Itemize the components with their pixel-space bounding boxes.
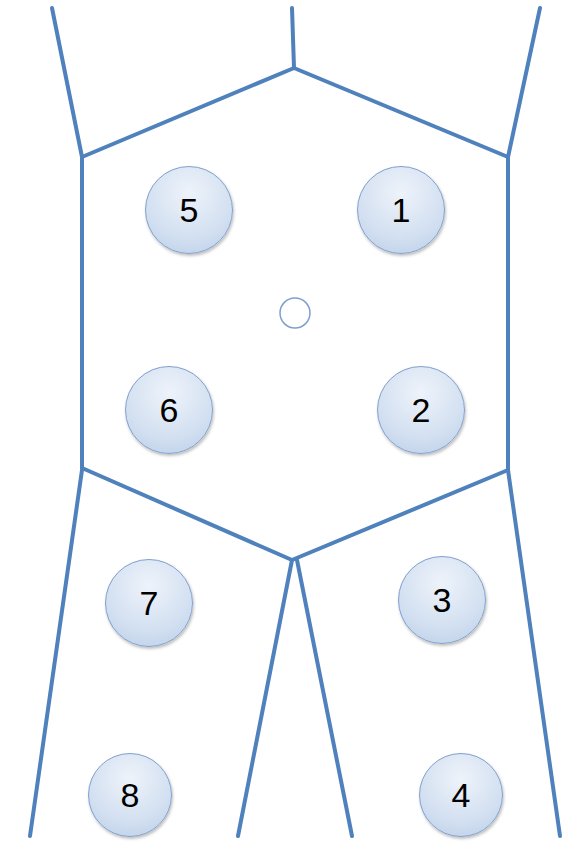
callout-circle: 4 (419, 753, 503, 837)
callout-number: 3 (433, 583, 452, 617)
callout-number: 2 (412, 393, 431, 427)
callout-circle: 6 (125, 366, 213, 454)
callout-number: 7 (140, 586, 159, 620)
callout-circle: 2 (377, 366, 465, 454)
right-leg-outer (508, 470, 560, 836)
callout-circle: 3 (398, 556, 486, 644)
callout-circle: 5 (145, 166, 233, 254)
torso-right (506, 157, 510, 470)
callout-circle: 8 (88, 753, 172, 837)
callout-circle: 1 (357, 166, 445, 254)
callout-number: 6 (160, 393, 179, 427)
torso-left (80, 157, 84, 468)
callout-number: 5 (180, 193, 199, 227)
left-leg-outer (30, 470, 82, 836)
callout-number: 8 (121, 778, 140, 812)
left-arm-line (52, 8, 82, 157)
callout-number: 4 (452, 778, 471, 812)
navel (280, 298, 310, 328)
left-leg-inner (238, 560, 292, 836)
torso-top (82, 68, 508, 157)
callout-number: 1 (392, 193, 411, 227)
callout-circle: 7 (105, 559, 193, 647)
right-arm-line (508, 8, 540, 157)
neck-line (292, 8, 294, 68)
torso-bottom (82, 468, 508, 560)
right-leg-inner (297, 560, 352, 836)
